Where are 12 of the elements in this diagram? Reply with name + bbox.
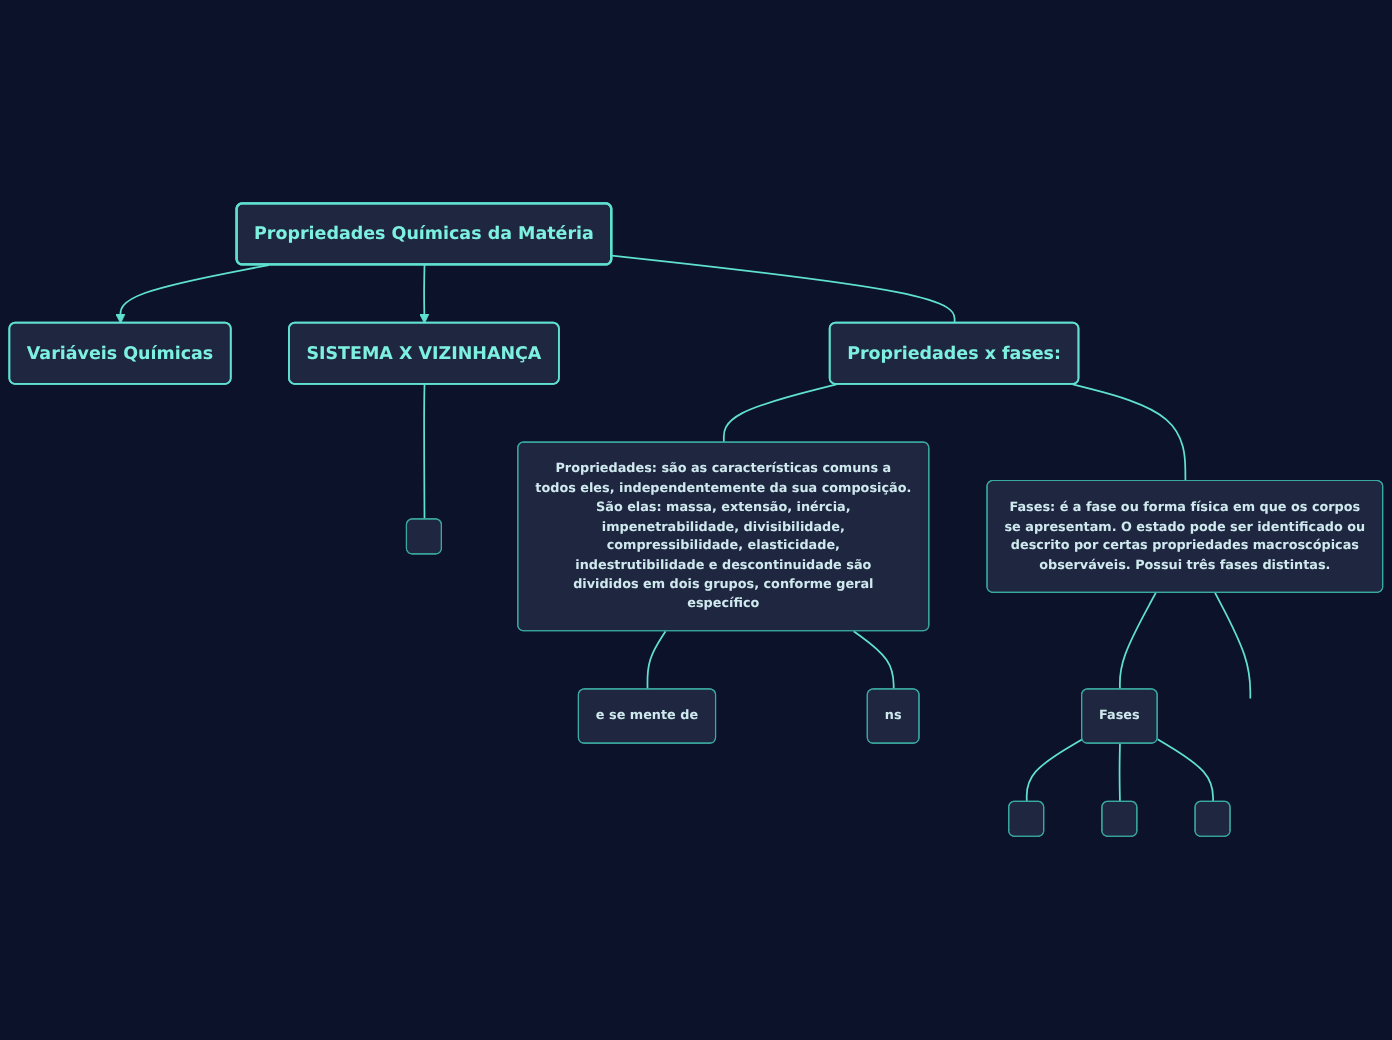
connector [423,383,426,521]
connector [1071,383,1187,483]
connector [1118,743,1121,803]
connector [852,630,895,691]
connector [1214,592,1252,700]
connector [1118,592,1157,691]
connector [1025,738,1084,803]
connector [610,254,956,325]
arrow [419,264,430,324]
connector [1156,738,1214,803]
connector [722,383,838,444]
connector [646,630,667,691]
